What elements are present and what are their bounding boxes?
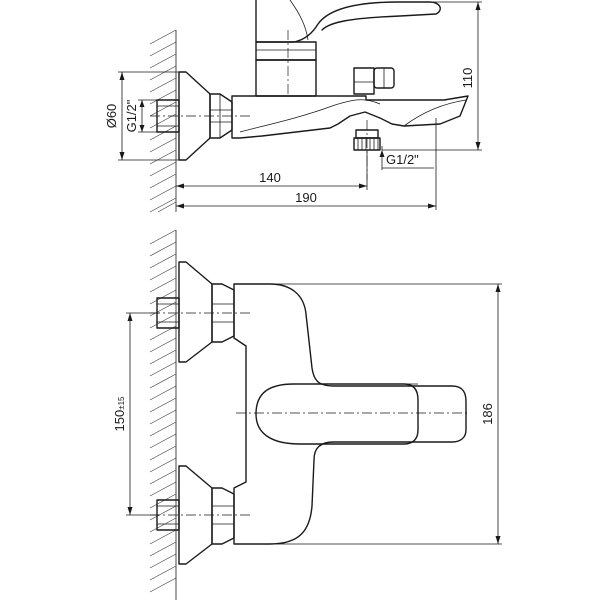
dim-height-110 bbox=[382, 1, 482, 151]
front-view: 150±15 186 bbox=[112, 229, 502, 600]
label-height-110: 110 bbox=[460, 68, 475, 89]
label-height-186: 186 bbox=[480, 403, 495, 425]
wall-hatch-front bbox=[149, 229, 177, 600]
label-thread-left: G1/2" bbox=[124, 99, 139, 132]
spout-curve-top bbox=[239, 99, 381, 133]
label-depth-140: 140 bbox=[259, 170, 281, 185]
dim-thread-left bbox=[138, 99, 157, 133]
label-spacing-tolerance: ±15 bbox=[117, 396, 126, 410]
dim-depth-190 bbox=[176, 118, 437, 210]
lever-inner-top bbox=[289, 0, 309, 41]
spout-tip-top bbox=[403, 99, 467, 127]
label-depth-190: 190 bbox=[295, 190, 317, 205]
dim-height-186 bbox=[270, 283, 502, 545]
dim-spacing-150 bbox=[126, 312, 160, 516]
dim-diameter-60 bbox=[118, 71, 186, 161]
side-view: Ø60 G1/2" 110 140 bbox=[104, 0, 482, 213]
dim-thread-outlet bbox=[379, 146, 434, 170]
lever-handle-front bbox=[255, 383, 419, 445]
diverter-knob bbox=[353, 67, 395, 95]
wall-hatch-top bbox=[149, 29, 177, 213]
label-thread-outlet: G1/2" bbox=[386, 152, 419, 167]
faucet-body-front bbox=[233, 283, 467, 545]
label-diameter-60: Ø60 bbox=[104, 104, 119, 129]
label-spacing-150: 150±15 bbox=[112, 396, 127, 432]
lever-handle-top bbox=[255, 0, 441, 43]
dim-depth-140 bbox=[176, 150, 368, 190]
label-spacing-value: 150 bbox=[112, 410, 127, 432]
faucet-body-top bbox=[231, 95, 469, 139]
cartridge-column bbox=[255, 41, 317, 97]
inlet-upper-front bbox=[156, 261, 235, 363]
